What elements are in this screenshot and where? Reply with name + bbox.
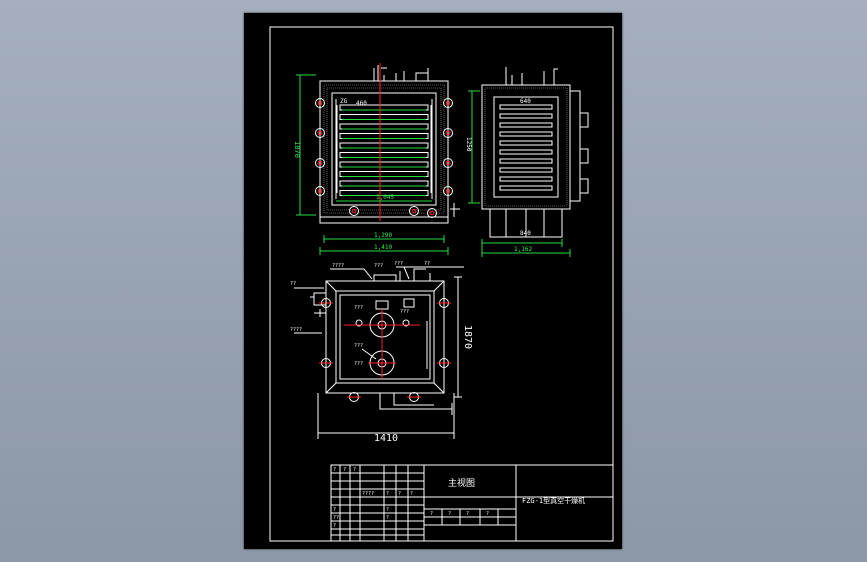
bolt <box>443 186 453 196</box>
title-block-cell-mark: ? <box>466 511 469 517</box>
title-block-cell-mark: ? <box>448 511 451 517</box>
bolt-center <box>317 130 323 136</box>
front-inner-dim: 1,045 <box>376 194 394 201</box>
side-base-dim: 840 <box>520 230 531 237</box>
bolt-center <box>429 210 435 216</box>
cad-drawing: 1870 ZG 460 1,045 1,290 1,410 1250 640 8… <box>269 26 614 542</box>
side-height-dim: 1250 <box>465 137 472 152</box>
front-mid-dim: 1,290 <box>374 232 392 239</box>
title-block-cell-mark: ???? <box>362 491 374 497</box>
shelf-tray <box>499 149 553 155</box>
bolt <box>443 128 453 138</box>
shelf-tray <box>499 113 553 119</box>
shelf-tray <box>499 122 553 128</box>
shelf-tray <box>499 176 553 182</box>
title-block-cell-mark: ? <box>386 515 389 521</box>
shelf-tray <box>339 142 429 149</box>
product-name-text: FZG-1型真空干燥机 <box>522 496 585 505</box>
shelf-tray <box>339 161 429 168</box>
bolt-center <box>411 208 417 214</box>
bolt <box>315 186 325 196</box>
shelf-tray <box>339 104 429 111</box>
shelf-tray <box>499 158 553 164</box>
shelf-tray <box>499 140 553 146</box>
front-top-left-dim: ZG <box>340 98 348 105</box>
front-top-dim: 460 <box>356 100 367 107</box>
side-view: 1250 640 840 1,162 <box>465 67 589 257</box>
plan-label-3: ??? <box>394 261 403 267</box>
title-block-cell-mark: ? <box>353 467 356 473</box>
drawing-name-text: 主视图 <box>448 477 475 489</box>
title-block-cell-mark: ? <box>343 467 346 473</box>
title-block-cell-mark: ? <box>333 467 336 473</box>
bolt-center <box>317 188 323 194</box>
bolt-center <box>445 188 451 194</box>
bolt <box>427 208 437 218</box>
plan-width-dim: 1410 <box>374 433 398 444</box>
title-block-cell-mark: ? <box>486 511 489 517</box>
plan-label-10: ??? <box>354 361 363 367</box>
side-top-dim: 640 <box>520 98 531 105</box>
bolt <box>443 158 453 168</box>
title-block: 主视图 FZG-1型真空干燥机 ???????????????????? <box>330 464 614 542</box>
bolt-center <box>445 160 451 166</box>
bolt <box>315 158 325 168</box>
plan-height-dim: 1870 <box>462 325 473 349</box>
plan-label-5: ?? <box>290 281 296 287</box>
plan-label-7: ??? <box>354 305 363 311</box>
plan-label-1: ???? <box>332 263 344 269</box>
shelf-tray <box>339 171 429 177</box>
shelf-tray <box>499 131 553 137</box>
bolt-center <box>445 130 451 136</box>
title-block-cell-mark: ?? <box>333 515 339 521</box>
drawing-sheet: 1870 ZG 460 1,045 1,290 1,410 1250 640 8… <box>244 13 622 549</box>
front-height-dim: 1870 <box>293 141 301 158</box>
shelf-tray <box>499 185 553 191</box>
shelf-tray <box>339 114 429 120</box>
title-block-cell-mark: ? <box>333 507 336 513</box>
shelf-tray <box>339 152 429 158</box>
bolt-center <box>317 160 323 166</box>
title-block-cell-mark: ? <box>398 491 401 497</box>
plan-label-8: ??? <box>400 309 409 315</box>
title-block-cell-mark: ? <box>386 491 389 497</box>
shelf-tray <box>339 180 429 187</box>
shelf-tray <box>499 167 553 173</box>
bolt <box>443 98 453 108</box>
shelf-tray <box>499 104 553 110</box>
bolt-center <box>445 100 451 106</box>
plan-label-2: ??? <box>374 263 383 269</box>
plan-label-9: ??? <box>354 343 363 349</box>
plan-label-6: ???? <box>290 327 302 333</box>
shelf-tray <box>339 123 429 130</box>
title-block-cell-mark: ? <box>386 507 389 513</box>
title-block-cell-mark: ? <box>410 491 413 497</box>
bolt-center <box>317 100 323 106</box>
plan-view: 1410 1870 ???? ??? ??? ?? ?? ???? ??? ??… <box>290 261 473 444</box>
bolt-center <box>351 208 357 214</box>
bolt <box>349 206 359 216</box>
shelf-tray <box>339 133 429 139</box>
bolt <box>409 206 419 216</box>
title-block-cell-mark: ? <box>333 523 336 529</box>
side-overall-dim: 1,162 <box>514 246 532 253</box>
bolt <box>315 128 325 138</box>
front-overall-dim: 1,410 <box>374 244 392 251</box>
bolt <box>315 98 325 108</box>
plan-label-4: ?? <box>424 261 430 267</box>
title-block-cell-mark: ? <box>430 511 433 517</box>
front-view: 1870 ZG 460 1,045 1,290 1,410 <box>293 63 460 255</box>
